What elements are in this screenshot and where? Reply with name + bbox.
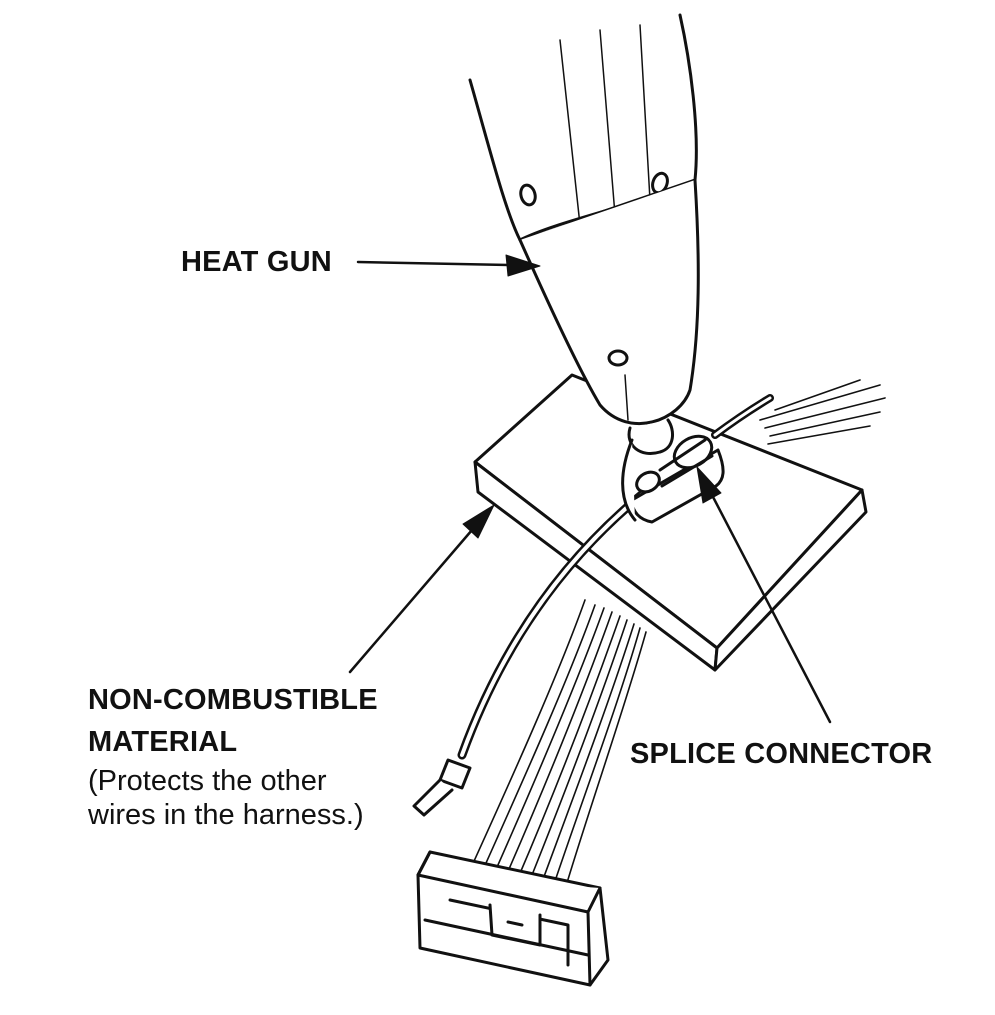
non-combustible-block [473, 373, 868, 672]
non-combustible-label-line2: MATERIAL [88, 726, 238, 758]
heat-gun [468, 13, 700, 522]
heat-gun-label: HEAT GUN [181, 246, 332, 278]
non-combustible-label-line1: NON-COMBUSTIBLE [88, 684, 378, 716]
splice-connector-label: SPLICE CONNECTOR [630, 738, 933, 770]
non-combustible-note: (Protects the other wires in the harness… [88, 765, 364, 831]
wire-harness-bundle [469, 379, 886, 887]
leader-non-combustible [348, 504, 495, 674]
repair-wire [412, 394, 774, 817]
harness-connector [416, 850, 610, 987]
leader-splice-connector [696, 466, 832, 724]
leader-heat-gun [356, 254, 541, 277]
